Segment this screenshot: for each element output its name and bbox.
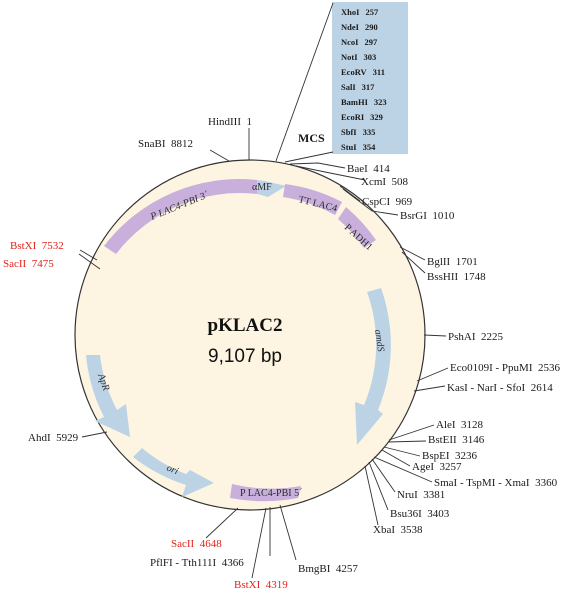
- site-alei: AleI 3128: [436, 419, 484, 431]
- plasmid-name: pKLAC2: [208, 315, 283, 336]
- site-hindiii: HindIII 1: [208, 116, 252, 128]
- site-bspei: BspEI 3236: [422, 450, 478, 462]
- site-eco0109i: Eco0109I - PpuMI 2536: [450, 362, 560, 374]
- feature-plac4-3: [104, 179, 257, 254]
- site-snabi: SnaBI 8812: [138, 138, 193, 150]
- site-ticks: [78, 128, 449, 579]
- feature-label-alpha-mf: αMF: [252, 182, 272, 193]
- mcs-box: [332, 2, 408, 154]
- site-baei: BaeI 414: [347, 163, 390, 175]
- site-bmgbi: BmgBI 4257: [298, 563, 358, 575]
- mcs-label: MCS: [298, 131, 325, 145]
- site-bsteii: BstEII 3146: [428, 434, 485, 446]
- site-cspci: CspCI 969: [362, 196, 413, 208]
- site-bstxi-7532: BstXI 7532: [10, 240, 64, 252]
- site-smai: SmaI - TspMI - XmaI 3360: [434, 477, 558, 489]
- feature-apr: [86, 355, 130, 437]
- site-nrui: NruI 3381: [397, 489, 445, 501]
- site-sacii-7475: SacII 7475: [3, 258, 54, 270]
- feature-label-ori: ori: [165, 463, 180, 478]
- site-bstxi-4319: BstXI 4319: [234, 579, 288, 591]
- site-ahdi: AhdI 5929: [28, 432, 79, 444]
- feature-alpha-mf: [257, 180, 286, 197]
- feature-padh1: [338, 207, 376, 248]
- site-agei: AgeI 3257: [412, 461, 462, 473]
- site-bsrgi: BsrGI 1010: [400, 210, 455, 222]
- feature-tt-lac4: [283, 184, 342, 215]
- feature-ori: [133, 448, 214, 497]
- feature-label-amds: amdS: [372, 329, 386, 353]
- site-bsshii: BssHII 1748: [427, 271, 486, 283]
- site-kasi: KasI - NarI - SfoI 2614: [447, 382, 553, 394]
- site-bsu36i: Bsu36I 3403: [390, 508, 450, 520]
- feature-plac4-5: [230, 484, 301, 502]
- feature-label-plac4-5: P LAC4-PBI 5´: [240, 488, 302, 499]
- site-sacii-4648: SacII 4648: [171, 538, 222, 550]
- feature-amds: [355, 288, 391, 445]
- site-xcmi: XcmI 508: [361, 176, 409, 188]
- site-pshai: PshAI 2225: [448, 331, 504, 343]
- mcs-leaders: [275, 2, 334, 163]
- site-pflfi: PflFI - Tth111I 4366: [150, 557, 244, 569]
- plasmid-size: 9,107 bp: [208, 346, 282, 367]
- site-xbai: XbaI 3538: [373, 524, 423, 536]
- site-bglii: BglII 1701: [427, 256, 478, 268]
